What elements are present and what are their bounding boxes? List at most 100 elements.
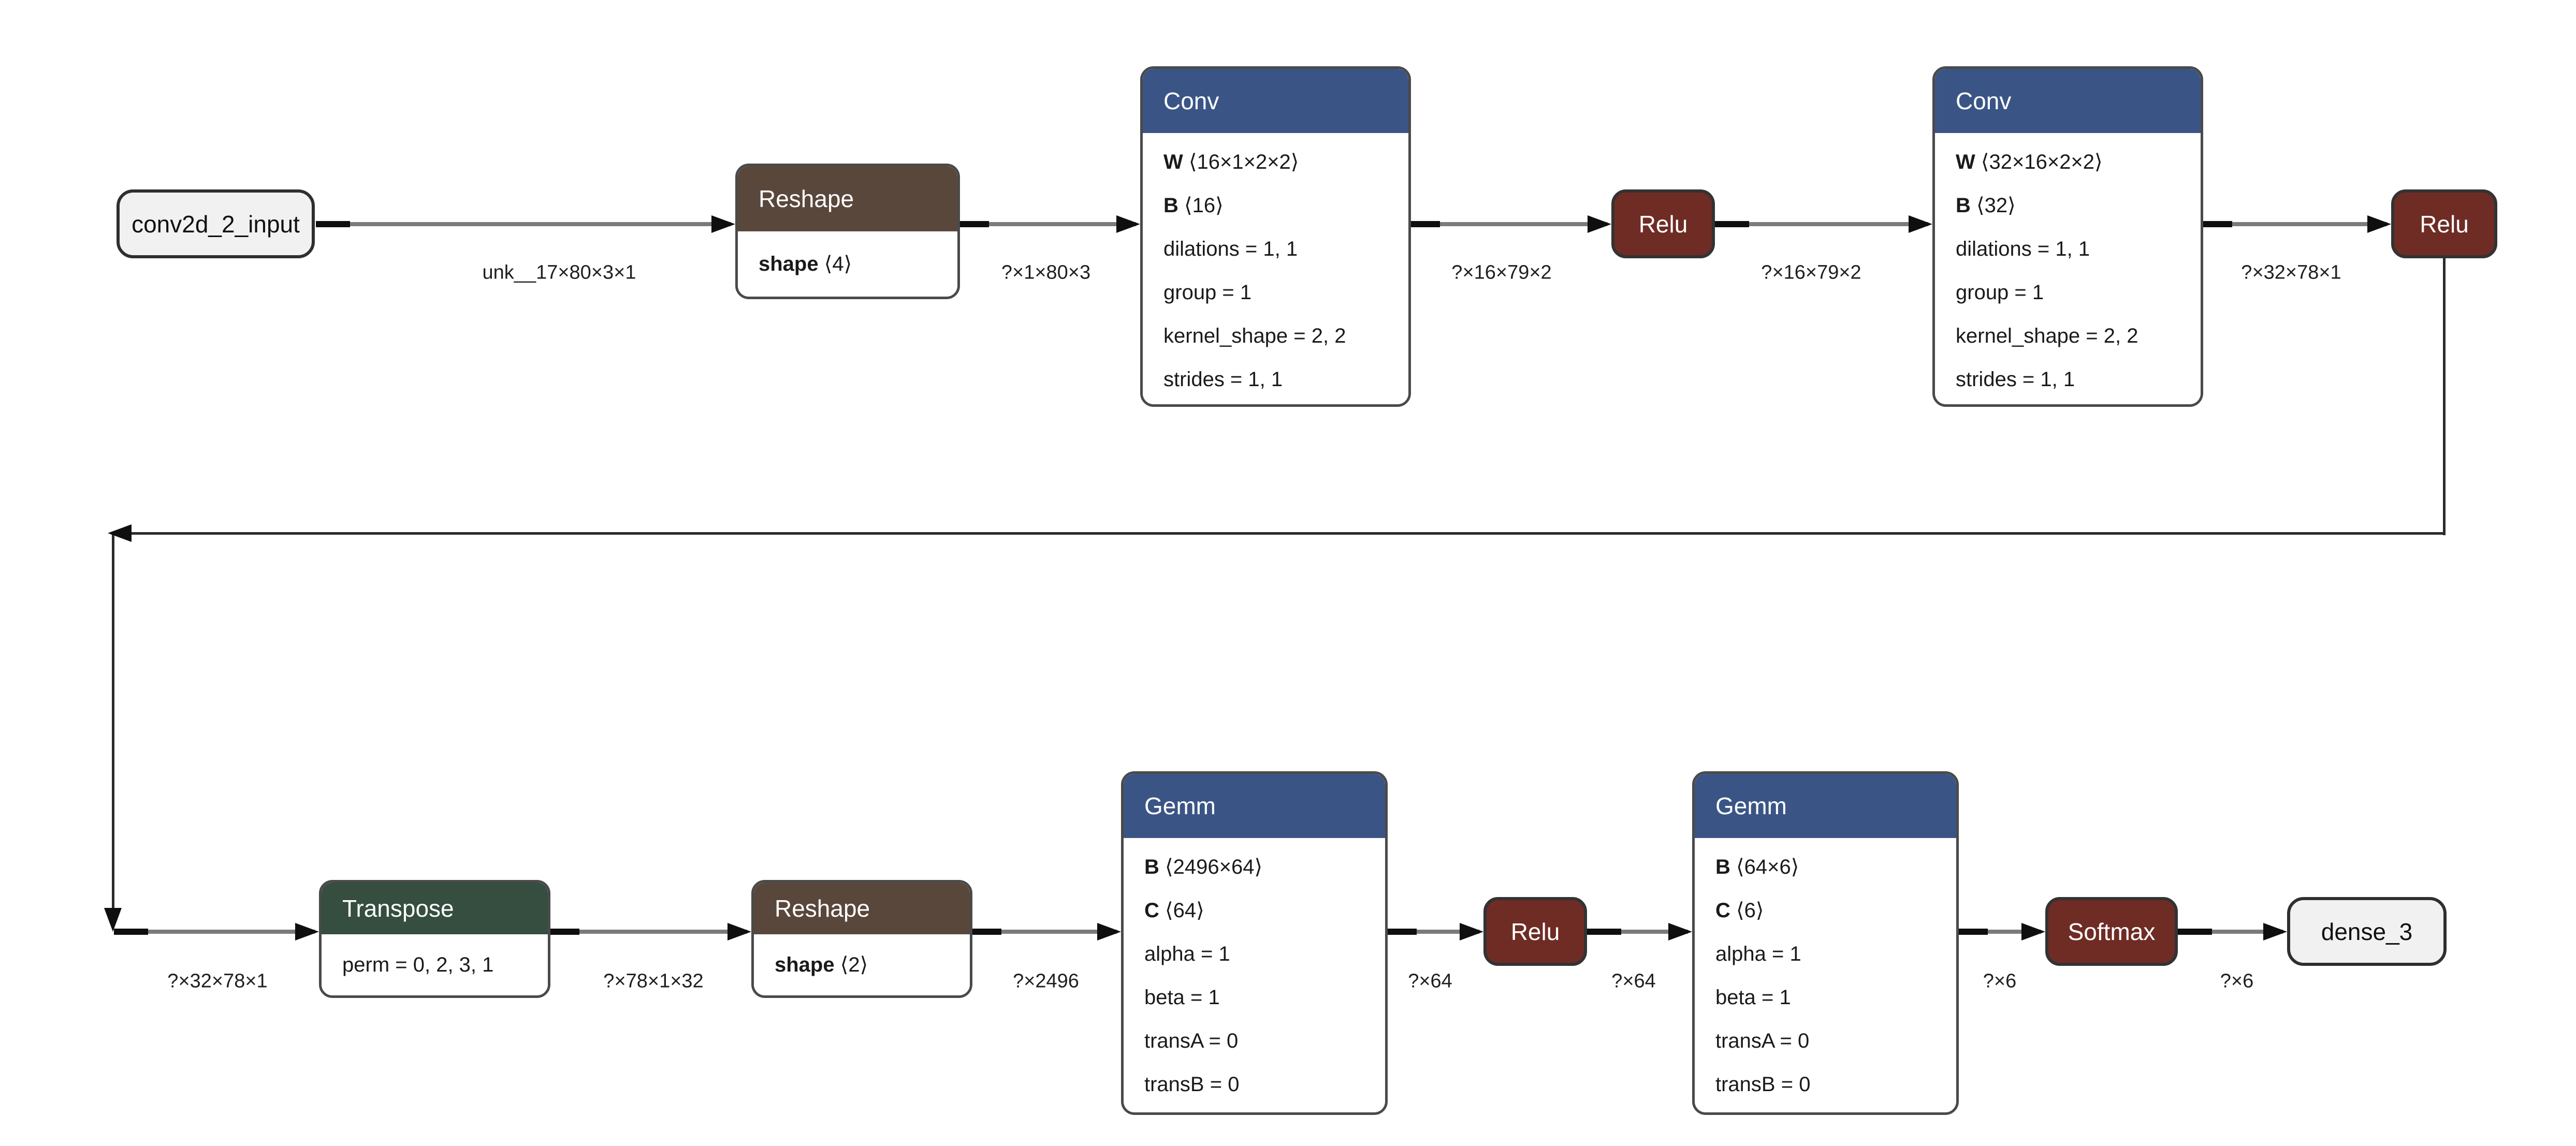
node-header: Reshape xyxy=(754,883,970,934)
edge-source-stub xyxy=(1715,221,1749,227)
edge-label-t10: ?×64 xyxy=(1611,970,1656,992)
edge-arrow-icon xyxy=(727,923,751,941)
edge-source-stub xyxy=(967,929,1001,935)
edge-source-stub xyxy=(1382,929,1417,935)
node-body: W ⟨16×1×2×2⟩ B ⟨16⟩ dilations = 1, 1 group … xyxy=(1143,133,1408,404)
node-param-line: W ⟨32×16×2×2⟩ xyxy=(1956,140,2186,184)
node-relu1[interactable]: Relu xyxy=(1611,189,1715,258)
node-attr-line: kernel_shape = 2, 2 xyxy=(1956,314,2186,358)
node-attr-line: transA = 0 xyxy=(1715,1019,1942,1063)
node-dense3[interactable]: dense_3 xyxy=(2287,897,2447,966)
attr-text: strides = 1, 1 xyxy=(1956,368,2075,391)
param-dims: ⟨16×1×2×2⟩ xyxy=(1183,151,1299,173)
param-name: W xyxy=(1956,151,1975,173)
attr-text: kernel_shape = 2, 2 xyxy=(1956,325,2138,347)
edge-label-t5: ?×32×78×1 xyxy=(2241,261,2341,284)
node-param-line: B ⟨16⟩ xyxy=(1163,184,1394,227)
param-dims: ⟨6⟩ xyxy=(1730,899,1764,922)
node-param-line: B ⟨64×6⟩ xyxy=(1715,845,1942,889)
node-attr-line: beta = 1 xyxy=(1715,976,1942,1019)
attr-text: group = 1 xyxy=(1163,281,1252,304)
node-label: Softmax xyxy=(2068,918,2156,945)
edge-label-t9: ?×64 xyxy=(1408,970,1452,992)
edge-label-t12: ?×6 xyxy=(2220,970,2254,992)
node-attr-line: dilations = 1, 1 xyxy=(1163,227,1394,271)
edge-source-stub xyxy=(1587,929,1621,935)
attr-text: dilations = 1, 1 xyxy=(1163,238,1298,260)
node-attr-line: transA = 0 xyxy=(1144,1019,1371,1063)
node-attr-line: transB = 0 xyxy=(1144,1063,1371,1106)
attr-text: dilations = 1, 1 xyxy=(1956,238,2090,260)
node-transpose[interactable]: Transpose perm = 0, 2, 3, 1 xyxy=(319,880,550,998)
attr-text: kernel_shape = 2, 2 xyxy=(1163,325,1346,347)
node-attr-line: strides = 1, 1 xyxy=(1163,358,1394,401)
edge-label-t8: ?×2496 xyxy=(1013,970,1079,992)
node-title: Gemm xyxy=(1144,792,1216,819)
edge-source-stub xyxy=(2178,929,2212,935)
edge-arrow-icon xyxy=(1460,923,1483,941)
param-name: W xyxy=(1163,151,1183,173)
edge-source-stub xyxy=(2198,221,2232,227)
edge-label-t4: ?×16×79×2 xyxy=(1761,261,1861,284)
edge-line xyxy=(545,930,747,934)
edge-line xyxy=(1715,222,1928,226)
edge-arrow-icon xyxy=(711,215,735,233)
edge-arrow-icon xyxy=(2021,923,2045,941)
node-reshape2[interactable]: Reshape shape ⟨2⟩ xyxy=(751,880,972,998)
edge-label-t6: ?×32×78×1 xyxy=(167,970,268,992)
param-dims: ⟨16⟩ xyxy=(1178,194,1224,217)
wrap-edge-segment-down-from-relu xyxy=(2443,258,2446,535)
node-attr-line: strides = 1, 1 xyxy=(1956,358,2186,401)
node-input[interactable]: conv2d_2_input xyxy=(117,189,315,258)
edge-line xyxy=(1587,930,1688,934)
node-header: Conv xyxy=(1143,69,1408,133)
node-conv2[interactable]: Conv W ⟨32×16×2×2⟩B ⟨32⟩ dilations = 1, 1 g… xyxy=(1932,66,2203,407)
attr-text: strides = 1, 1 xyxy=(1163,368,1283,391)
node-title: Conv xyxy=(1956,87,2012,114)
edge-line xyxy=(967,930,1117,934)
edge-line xyxy=(1954,930,2041,934)
node-body: shape ⟨4⟩ xyxy=(738,231,957,297)
edge-line xyxy=(2178,930,2283,934)
attr-text: alpha = 1 xyxy=(1715,943,1801,965)
attr-text: beta = 1 xyxy=(1144,986,1220,1009)
node-body: W ⟨32×16×2×2⟩B ⟨32⟩ dilations = 1, 1 group… xyxy=(1935,133,2201,404)
node-softmax[interactable]: Softmax xyxy=(2045,897,2178,966)
attr-text: transB = 0 xyxy=(1144,1073,1240,1096)
edge-source-stub xyxy=(545,929,579,935)
param-dims: ⟨4⟩ xyxy=(818,253,852,275)
node-param-line: shape ⟨2⟩ xyxy=(775,943,868,987)
attr-text: perm = 0, 2, 3, 1 xyxy=(342,953,494,976)
edge-line xyxy=(1382,930,1479,934)
node-param-line: B ⟨2496×64⟩ xyxy=(1144,845,1371,889)
edge-label-t7: ?×78×1×32 xyxy=(603,970,704,992)
edge-line xyxy=(955,222,1136,226)
node-attr-line: transB = 0 xyxy=(1715,1063,1942,1106)
node-param-line: B ⟨32⟩ xyxy=(1956,184,2186,227)
node-label: Relu xyxy=(2420,210,2469,238)
param-name: shape xyxy=(759,253,819,275)
node-attr-line: group = 1 xyxy=(1956,271,2186,314)
edge-arrow-icon xyxy=(2367,215,2391,233)
wrap-edge-segment-across xyxy=(130,532,2446,535)
node-relu3[interactable]: Relu xyxy=(1483,897,1587,966)
node-body: perm = 0, 2, 3, 1 xyxy=(322,934,548,995)
wrap-edge-arrow-left-icon xyxy=(108,524,132,542)
node-header: Transpose xyxy=(322,883,548,934)
edge-source-stub xyxy=(955,221,989,227)
edge-label-t1: unk__17×80×3×1 xyxy=(482,261,636,284)
edge-label-t2: ?×1×80×3 xyxy=(1001,261,1091,284)
node-attr-line: kernel_shape = 2, 2 xyxy=(1163,314,1394,358)
node-param-line: shape ⟨4⟩ xyxy=(759,242,852,286)
node-label: Relu xyxy=(1638,210,1688,238)
param-dims: ⟨2496×64⟩ xyxy=(1159,856,1263,878)
node-relu2[interactable]: Relu xyxy=(2391,189,2497,258)
edge-arrow-icon xyxy=(1668,923,1692,941)
edge-source-stub xyxy=(1954,929,1988,935)
